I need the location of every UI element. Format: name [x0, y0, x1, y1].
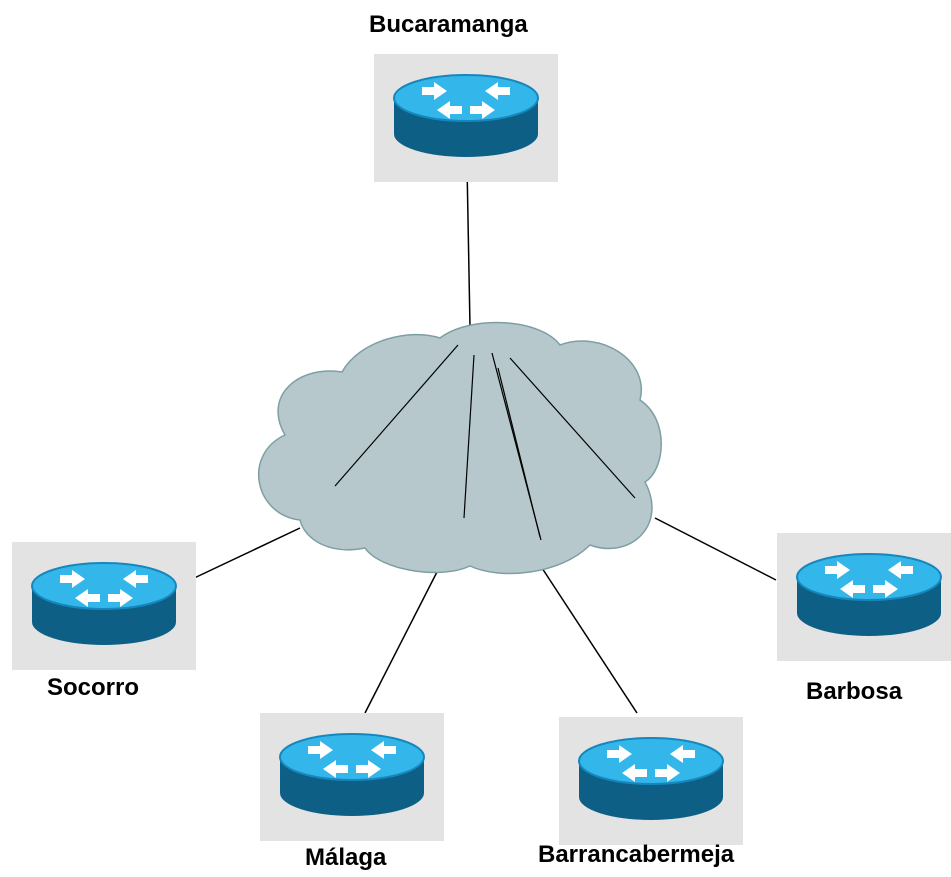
cloud-internal-link — [497, 367, 541, 538]
network-cloud-icon — [258, 321, 662, 575]
node-label-bucaramanga: Bucaramanga — [369, 11, 528, 38]
link-socorro — [189, 527, 301, 581]
link-barbosa — [654, 517, 777, 581]
link-barrancabermeja — [541, 567, 638, 714]
links — [189, 164, 777, 714]
router-icon-bucaramanga — [373, 53, 559, 183]
link-malaga — [364, 569, 439, 714]
node-label-malaga: Málaga — [305, 844, 387, 871]
cloud-internal-links — [334, 344, 636, 541]
node-label-barbosa: Barbosa — [806, 678, 903, 705]
cloud-internal-link — [463, 354, 475, 519]
router-icon-barbosa — [776, 532, 951, 662]
router-icon-malaga — [259, 712, 445, 842]
cloud-internal-link — [334, 344, 459, 487]
link-bucaramanga — [466, 164, 471, 328]
node-label-socorro: Socorro — [47, 674, 140, 701]
router-icon-socorro — [11, 541, 197, 671]
node-label-barrancabermeja: Barrancabermeja — [538, 841, 735, 868]
router-icon-barrancabermeja — [558, 716, 744, 846]
cloud-internal-link — [509, 357, 636, 499]
